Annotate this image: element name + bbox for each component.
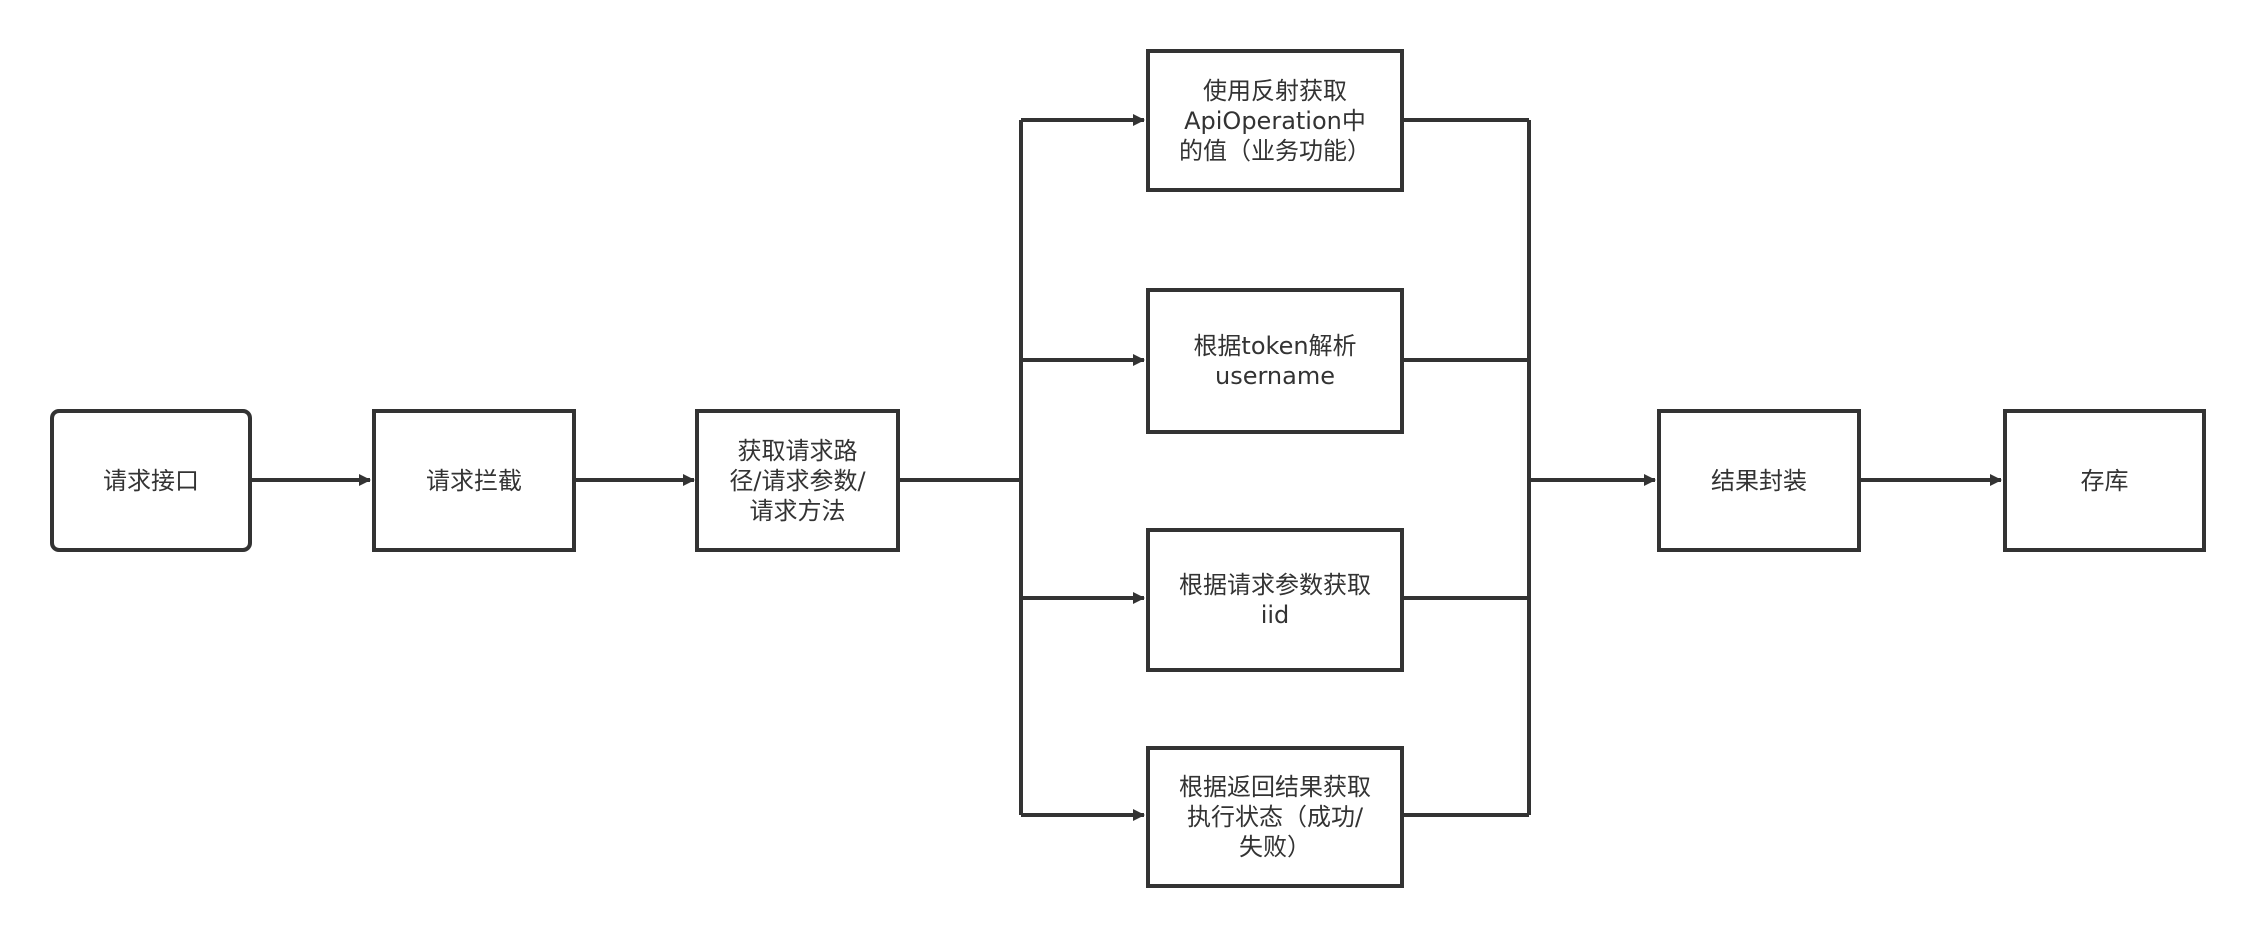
- node-wrap-result[interactable]: 结果封装: [1657, 409, 1861, 552]
- node-get-request-info[interactable]: 获取请求路 径/请求参数/ 请求方法: [695, 409, 900, 552]
- node-reflect-api-operation[interactable]: 使用反射获取 ApiOperation中 的值（业务功能）: [1146, 49, 1404, 192]
- node-parse-username[interactable]: 根据token解析 username: [1146, 288, 1404, 434]
- node-request-intercept[interactable]: 请求拦截: [372, 409, 576, 552]
- node-request-interface[interactable]: 请求接口: [50, 409, 252, 552]
- node-get-iid[interactable]: 根据请求参数获取 iid: [1146, 528, 1404, 672]
- node-store[interactable]: 存库: [2003, 409, 2206, 552]
- node-get-exec-status[interactable]: 根据返回结果获取 执行状态（成功/ 失败）: [1146, 746, 1404, 888]
